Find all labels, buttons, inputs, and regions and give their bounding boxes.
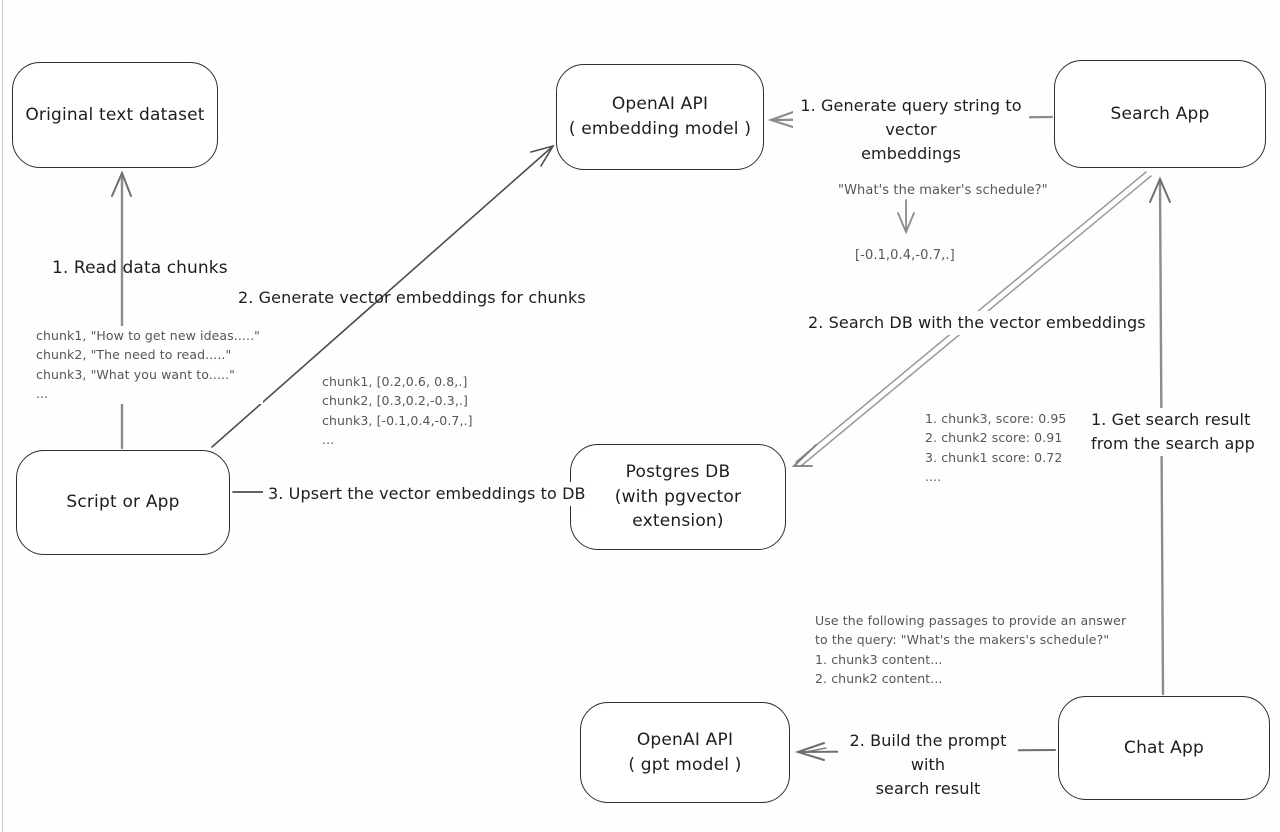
node-original-text-dataset: Original text dataset (12, 62, 218, 168)
node-label: Search App (1110, 103, 1210, 124)
node-search-app: Search App (1054, 60, 1266, 168)
edge-label-build-prompt: 2. Build the prompt with search result (838, 729, 1018, 801)
node-label-line2: ( embedding model ) (568, 119, 752, 139)
edge-label-generate-embeddings: 2. Generate vector embeddings for chunks (238, 288, 586, 307)
node-openai-embedding: OpenAI API ( embedding model ) (556, 64, 764, 170)
edge-label-get-result: 1. Get search result from the search app (1086, 408, 1260, 456)
note-query-vector: [-0.1,0.4,-0.7,.] (855, 248, 955, 263)
arrow-read-data-chunks (111, 170, 132, 450)
node-label: Original text dataset (25, 104, 205, 125)
note-chunk-vectors: chunk1, [0.2,0.6, 0.8,.] chunk2, [0.3,0.… (322, 374, 473, 448)
window-left-edge (2, 0, 3, 832)
edge-label-search-db: 2. Search DB with the vector embeddings (803, 311, 1151, 335)
node-label: Chat App (1124, 737, 1204, 758)
node-openai-gpt: OpenAI API ( gpt model ) (580, 702, 790, 803)
note-search-scores: 1. chunk3, score: 0.95 2. chunk2 score: … (925, 411, 1067, 485)
node-chat-app: Chat App (1058, 696, 1270, 800)
edge-label-query-string: 1. Generate query string to vector embed… (793, 94, 1029, 166)
node-label-line1: Postgres DB (625, 462, 731, 483)
node-label-line2: ( gpt model ) (628, 754, 742, 775)
note-chunk-texts: chunk1, "How to get new ideas....." chun… (33, 326, 263, 404)
node-postgres-db: Postgres DB (with pgvector extension) (570, 444, 786, 550)
node-label-line1: OpenAI API (611, 94, 709, 115)
arrow-query-to-vector (897, 199, 915, 235)
arrow-generate-embeddings (211, 144, 555, 448)
note-prompt-example: Use the following passages to provide an… (815, 613, 1127, 687)
node-label-line2: (with pgvector extension) (614, 486, 742, 532)
node-label-line1: OpenAI API (636, 729, 734, 750)
node-label: Script or App (66, 492, 180, 513)
edge-label-read-chunks: 1. Read data chunks (52, 258, 228, 278)
note-query-text: "What's the maker's schedule?" (838, 183, 1048, 198)
edge-label-upsert: 3. Upsert the vector embeddings to DB (263, 482, 591, 506)
node-script-or-app: Script or App (16, 450, 230, 555)
